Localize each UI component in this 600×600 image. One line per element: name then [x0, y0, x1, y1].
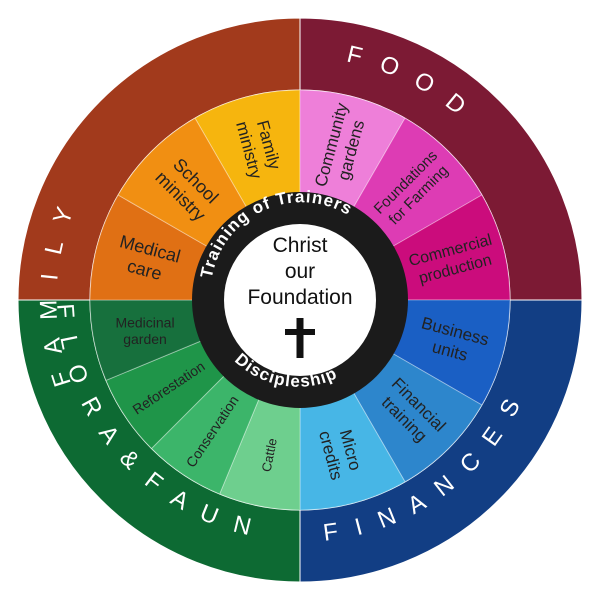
outer-quadrant-ring — [17, 17, 583, 583]
quadrant-sector-flora — [17, 299, 301, 583]
center-line-christ: Christ — [273, 234, 328, 257]
center-line-foundation: Foundation — [247, 286, 352, 309]
segment-label-cattle: Cattle — [259, 437, 280, 473]
center-line-our: our — [285, 260, 315, 283]
segment-label-line: Medicinal — [115, 314, 174, 330]
segment-label-line: garden — [123, 331, 167, 347]
segment-label-line: Cattle — [259, 437, 280, 473]
center-disc — [224, 224, 376, 376]
cross-icon — [285, 318, 315, 358]
